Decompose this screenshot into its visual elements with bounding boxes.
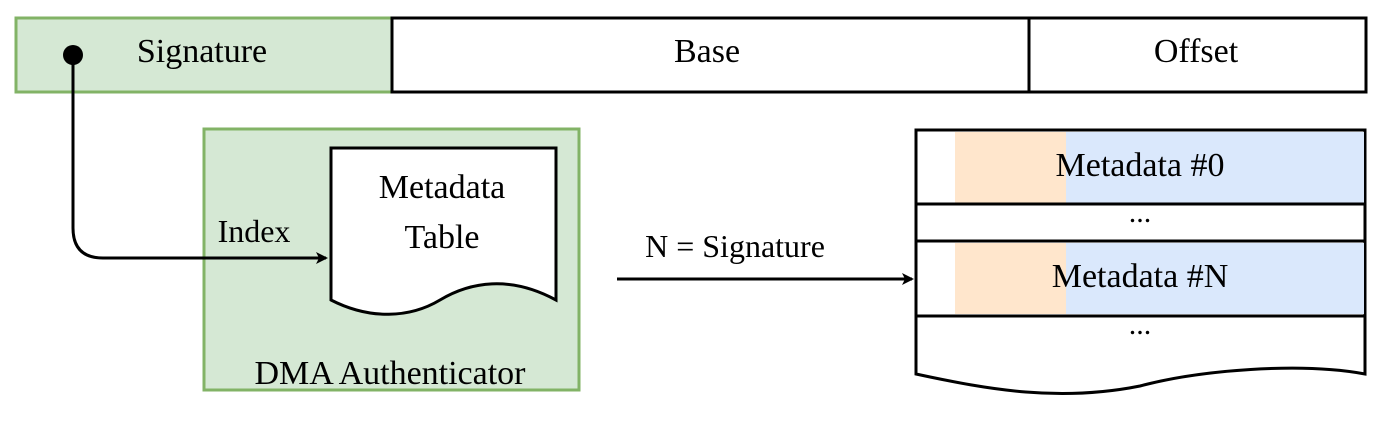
metadata-row-3: ... [1129, 308, 1152, 341]
metadata-row-0: Metadata #0 [955, 132, 1364, 203]
metadata-row-2-blue [1066, 243, 1364, 314]
signature-connector: N = Signature [617, 228, 914, 285]
metadata-table-line2: Table [404, 219, 479, 256]
base-label: Base [674, 33, 740, 70]
signature-label: Signature [137, 33, 267, 70]
metadata-row-2: Metadata #N [955, 243, 1364, 314]
offset-field [1027, 16, 1368, 94]
index-arrow [71, 55, 328, 264]
pointer-bar: Signature Base Offset [14, 16, 1368, 94]
offset-label: Offset [1154, 33, 1239, 70]
metadata-row-0-blue [1066, 132, 1364, 203]
metadata-row-1-label: ... [1129, 196, 1152, 229]
metadata-table-line1: Metadata [379, 169, 506, 206]
metadata-row-2-label: Metadata #N [1052, 258, 1229, 295]
metadata-table-document [329, 146, 558, 316]
metadata-row-0-label: Metadata #0 [1056, 147, 1225, 184]
signature-connector-label: N = Signature [645, 228, 825, 264]
metadata-row-3-label: ... [1129, 308, 1152, 341]
metadata-row-0-orange [955, 132, 1066, 203]
base-field [390, 16, 1031, 94]
authenticator-label: DMA Authenticator [254, 355, 526, 392]
dma-authenticator: Metadata Table DMA Authenticator [202, 127, 581, 392]
metadata-row-2-orange [955, 243, 1066, 314]
metadata-row-1: ... [1129, 196, 1152, 229]
metadata-list: Metadata #0 ... Metadata #N ... [914, 128, 1367, 396]
index-label: Index [218, 213, 291, 249]
index-connector: Index [63, 45, 328, 264]
